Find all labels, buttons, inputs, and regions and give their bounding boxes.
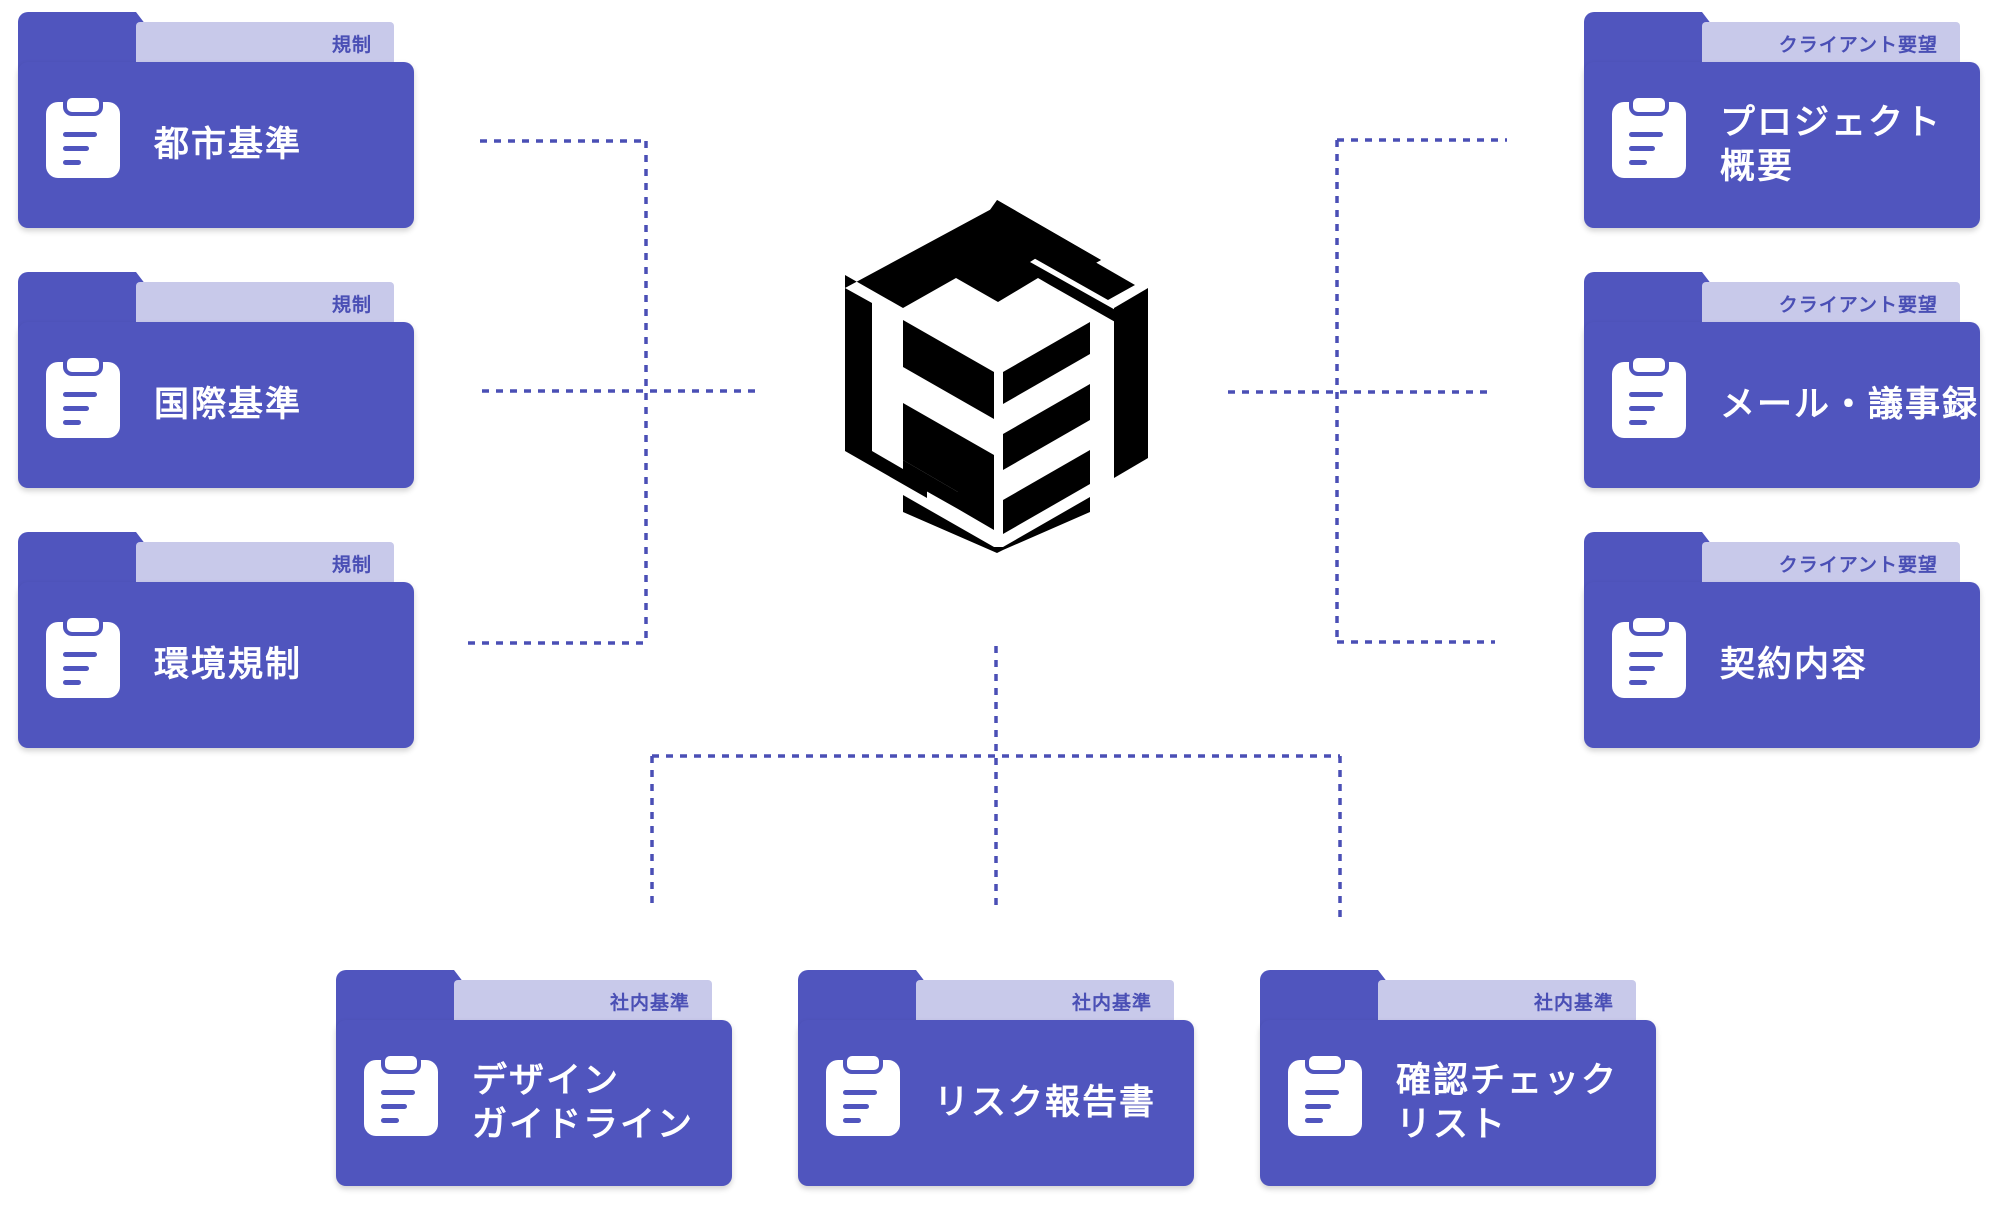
folder-contract-details[interactable]: クライアント要望 契約内容 — [1584, 532, 1980, 748]
folder-category-tab: 規制 — [136, 282, 394, 324]
folder-urban-standards[interactable]: 規制 都市基準 — [18, 12, 414, 228]
folder-title: プロジェクト 概要 — [1720, 103, 1943, 187]
clipboard-icon — [46, 96, 120, 178]
folder-title: 環境規制 — [154, 645, 303, 685]
folder-body: 都市基準 — [18, 62, 414, 228]
folder-category-tab: 規制 — [136, 22, 394, 64]
clipboard-icon — [826, 1054, 900, 1136]
folder-body: プロジェクト 概要 — [1584, 62, 1980, 228]
folder-title: 契約内容 — [1720, 645, 1869, 685]
folder-title: デザイン ガイドライン — [472, 1061, 695, 1145]
folder-body: 国際基準 — [18, 322, 414, 488]
clipboard-icon — [46, 356, 120, 438]
folder-environmental-regulations[interactable]: 規制 環境規制 — [18, 532, 414, 748]
folder-title: 国際基準 — [154, 385, 303, 425]
folder-category-tab: 社内基準 — [916, 980, 1174, 1022]
folder-checklist[interactable]: 社内基準 確認チェック リスト — [1260, 970, 1656, 1186]
folder-body: デザイン ガイドライン — [336, 1020, 732, 1186]
folder-body: 確認チェック リスト — [1260, 1020, 1656, 1186]
clipboard-icon — [364, 1054, 438, 1136]
folder-international-standards[interactable]: 規制 国際基準 — [18, 272, 414, 488]
folder-title: メール・議事録 — [1720, 385, 1980, 425]
folder-body: 契約内容 — [1584, 582, 1980, 748]
folder-title: リスク報告書 — [934, 1083, 1157, 1123]
folder-body: リスク報告書 — [798, 1020, 1194, 1186]
folder-project-overview[interactable]: クライアント要望 プロジェクト 概要 — [1584, 12, 1980, 228]
folder-category-tab: クライアント要望 — [1702, 22, 1960, 64]
clipboard-icon — [1612, 96, 1686, 178]
folder-body: メール・議事録 — [1584, 322, 1980, 488]
folder-category-tab: クライアント要望 — [1702, 542, 1960, 584]
folder-category-tab: 社内基準 — [1378, 980, 1636, 1022]
folder-email-minutes[interactable]: クライアント要望 メール・議事録 — [1584, 272, 1980, 488]
folder-risk-report[interactable]: 社内基準 リスク報告書 — [798, 970, 1194, 1186]
folder-design-guidelines[interactable]: 社内基準 デザイン ガイドライン — [336, 970, 732, 1186]
clipboard-icon — [1288, 1054, 1362, 1136]
folder-title: 都市基準 — [154, 125, 303, 165]
clipboard-icon — [1612, 356, 1686, 438]
clipboard-icon — [1612, 616, 1686, 698]
folder-category-tab: クライアント要望 — [1702, 282, 1960, 324]
folder-category-tab: 社内基準 — [454, 980, 712, 1022]
folder-title: 確認チェック リスト — [1396, 1061, 1619, 1145]
folder-category-tab: 規制 — [136, 542, 394, 584]
folder-body: 環境規制 — [18, 582, 414, 748]
clipboard-icon — [46, 616, 120, 698]
